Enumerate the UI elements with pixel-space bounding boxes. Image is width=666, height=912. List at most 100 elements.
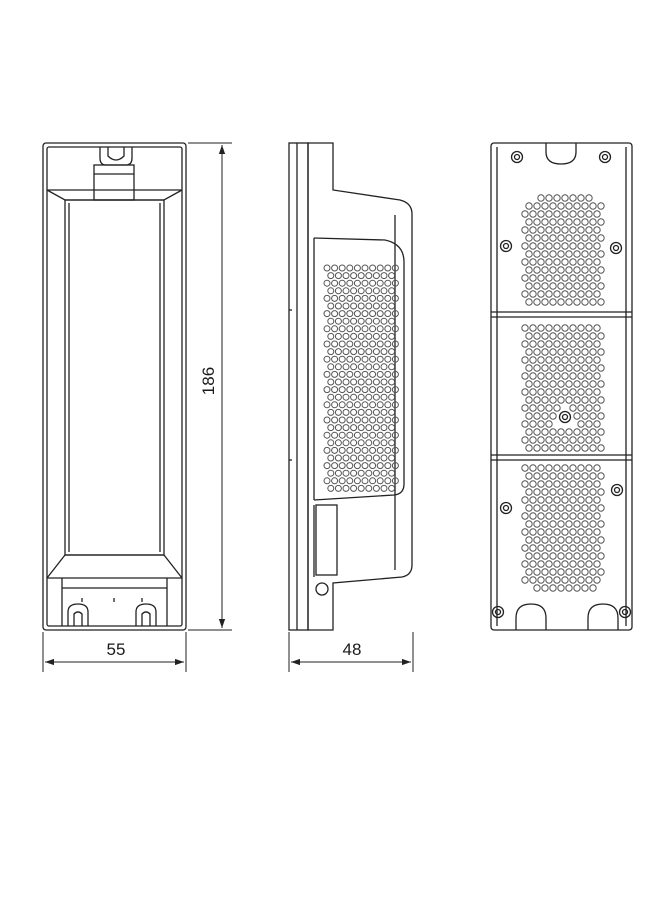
vent-hole bbox=[533, 520, 541, 528]
vent-hole bbox=[365, 348, 373, 356]
vent-hole bbox=[545, 324, 553, 332]
vent-hole bbox=[573, 488, 581, 496]
vent-hole bbox=[338, 446, 346, 454]
vent-hole bbox=[533, 218, 541, 226]
vent-hole bbox=[557, 428, 565, 436]
vent-hole bbox=[384, 416, 392, 424]
vent-hole bbox=[372, 469, 380, 477]
vent-hole bbox=[541, 234, 549, 242]
vent-hole bbox=[541, 298, 549, 306]
vent-hole bbox=[380, 454, 388, 462]
vent-hole bbox=[557, 552, 565, 560]
vent-hole bbox=[372, 424, 380, 432]
vent-hole bbox=[581, 584, 589, 592]
vent-hole bbox=[565, 472, 573, 480]
vent-hole bbox=[346, 279, 354, 287]
vent-hole bbox=[537, 340, 545, 348]
vent-hole bbox=[545, 226, 553, 234]
vent-hole bbox=[597, 250, 605, 258]
vent-hole bbox=[331, 446, 339, 454]
vent-hole bbox=[353, 355, 361, 363]
vent-hole bbox=[553, 512, 561, 520]
vent-hole bbox=[553, 242, 561, 250]
vent-hole bbox=[331, 264, 339, 272]
vent-hole bbox=[569, 290, 577, 298]
screw-icon bbox=[618, 605, 632, 619]
vent-hole bbox=[553, 576, 561, 584]
vent-hole bbox=[357, 424, 365, 432]
vent-hole bbox=[391, 264, 399, 272]
vent-hole bbox=[585, 194, 593, 202]
vent-hole bbox=[557, 250, 565, 258]
vent-hole bbox=[553, 464, 561, 472]
vent-hole bbox=[597, 472, 605, 480]
vent-hole bbox=[361, 386, 369, 394]
vent-hole bbox=[585, 226, 593, 234]
vent-hole bbox=[589, 218, 597, 226]
vent-hole bbox=[577, 324, 585, 332]
vent-hole bbox=[529, 388, 537, 396]
vent-hole bbox=[557, 298, 565, 306]
vent-hole bbox=[391, 370, 399, 378]
vent-hole bbox=[541, 250, 549, 258]
vent-hole bbox=[388, 287, 396, 295]
side-view bbox=[288, 142, 413, 631]
vent-hole bbox=[553, 436, 561, 444]
vent-hole bbox=[581, 504, 589, 512]
vent-hole bbox=[391, 401, 399, 409]
vent-hole bbox=[533, 234, 541, 242]
vent-hole bbox=[376, 370, 384, 378]
vent-hole bbox=[545, 420, 553, 428]
vent-hole bbox=[521, 496, 529, 504]
vent-hole bbox=[376, 310, 384, 318]
vent-hole bbox=[338, 325, 346, 333]
vent-hole bbox=[585, 258, 593, 266]
vent-hole bbox=[589, 396, 597, 404]
vent-hole bbox=[577, 274, 585, 282]
vent-hole bbox=[537, 290, 545, 298]
vent-hole bbox=[545, 290, 553, 298]
vent-hole bbox=[581, 380, 589, 388]
vent-hole bbox=[569, 258, 577, 266]
bottom-slot-left bbox=[67, 603, 89, 626]
vent-hole bbox=[561, 324, 569, 332]
vent-hole bbox=[549, 520, 557, 528]
bottom-slot-right bbox=[135, 603, 157, 626]
vent-hole bbox=[565, 568, 573, 576]
vent-hole bbox=[369, 431, 377, 439]
vent-hole bbox=[384, 264, 392, 272]
vent-hole bbox=[589, 472, 597, 480]
vent-hole bbox=[577, 404, 585, 412]
vent-hole bbox=[357, 408, 365, 416]
top-connector bbox=[93, 164, 135, 201]
vent-hole bbox=[521, 420, 529, 428]
vent-hole bbox=[388, 348, 396, 356]
vent-hole bbox=[545, 560, 553, 568]
vent-hole bbox=[357, 302, 365, 310]
vent-hole bbox=[323, 340, 331, 348]
vent-hole bbox=[553, 194, 561, 202]
vent-hole bbox=[545, 528, 553, 536]
vent-hole bbox=[525, 412, 533, 420]
vent-hole bbox=[561, 340, 569, 348]
vent-hole bbox=[380, 332, 388, 340]
vent-hole bbox=[521, 210, 529, 218]
vent-hole bbox=[342, 272, 350, 280]
vent-hole bbox=[331, 386, 339, 394]
vent-hole bbox=[365, 363, 373, 371]
vent-hole bbox=[533, 552, 541, 560]
vent-hole bbox=[557, 396, 565, 404]
vent-hole bbox=[541, 396, 549, 404]
vent-hole bbox=[577, 194, 585, 202]
vent-hole bbox=[388, 272, 396, 280]
vent-hole bbox=[549, 298, 557, 306]
vent-hole bbox=[365, 302, 373, 310]
vent-hole bbox=[553, 480, 561, 488]
vent-hole bbox=[597, 536, 605, 544]
vent-hole bbox=[380, 272, 388, 280]
vent-hole bbox=[565, 234, 573, 242]
vent-hole bbox=[334, 378, 342, 386]
vent-hole bbox=[391, 462, 399, 470]
vent-hole bbox=[384, 401, 392, 409]
vent-hole bbox=[585, 528, 593, 536]
